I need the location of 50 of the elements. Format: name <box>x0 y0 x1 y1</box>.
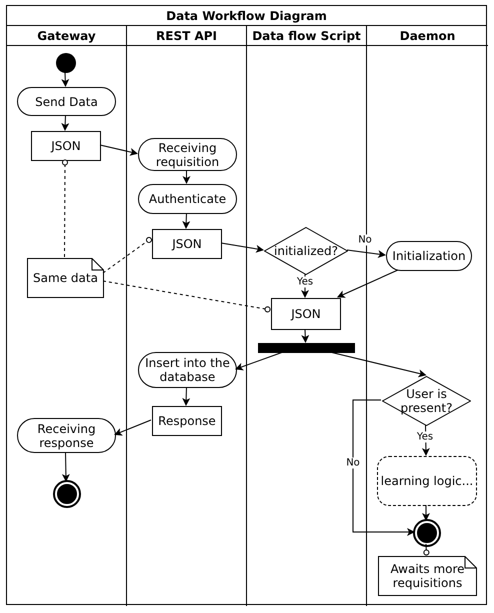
start-node <box>56 53 76 73</box>
connector <box>235 352 284 370</box>
connector <box>329 352 426 378</box>
object-box: Response <box>152 406 222 436</box>
connector <box>61 114 70 131</box>
lane-header: Data flow Script <box>247 26 366 46</box>
end-node <box>415 521 439 545</box>
connector <box>61 72 70 87</box>
end-node <box>55 482 79 506</box>
lane-header: REST API <box>127 26 246 46</box>
connector <box>62 452 70 482</box>
diagram-title: Data Workflow Diagram <box>7 6 486 26</box>
connector <box>220 242 264 253</box>
action-node: Initialization <box>386 241 472 271</box>
edge-label: No <box>345 458 361 468</box>
action-node: Insert into the database <box>138 352 237 388</box>
connector <box>422 504 430 521</box>
connector <box>62 160 68 258</box>
edge-label: Yes <box>296 276 314 288</box>
connector <box>182 212 190 229</box>
action-node: Receiving requisition <box>138 138 237 171</box>
connector <box>337 270 398 298</box>
swimlane <box>7 26 127 606</box>
edge-label: No <box>357 234 373 246</box>
note-box: Awaits more requisitions <box>378 556 477 596</box>
connector <box>301 328 310 343</box>
connector <box>423 544 430 556</box>
action-node: Send Data <box>17 87 116 116</box>
edge-label: Yes <box>416 432 434 442</box>
swimlane <box>127 26 247 606</box>
note-box: Same data <box>27 258 104 298</box>
connector <box>100 144 138 156</box>
connector <box>182 386 190 406</box>
action-node: learning logic... <box>377 456 477 506</box>
decision-diamond: User is present? <box>382 376 471 426</box>
connector <box>352 400 415 536</box>
lane-header: Daemon <box>367 26 488 46</box>
fork-bar <box>258 343 355 353</box>
object-box: JSON <box>31 131 101 161</box>
action-node: Authenticate <box>138 184 237 214</box>
object-box: JSON <box>271 298 341 330</box>
connector <box>346 250 386 258</box>
action-node: Receiving response <box>17 418 116 453</box>
decision-diamond: initialized? <box>264 227 348 275</box>
connector <box>102 236 152 274</box>
object-box: JSON <box>152 229 222 259</box>
connector <box>114 420 152 436</box>
connector <box>182 170 190 184</box>
connector <box>102 280 271 312</box>
lane-header: Gateway <box>7 26 126 46</box>
